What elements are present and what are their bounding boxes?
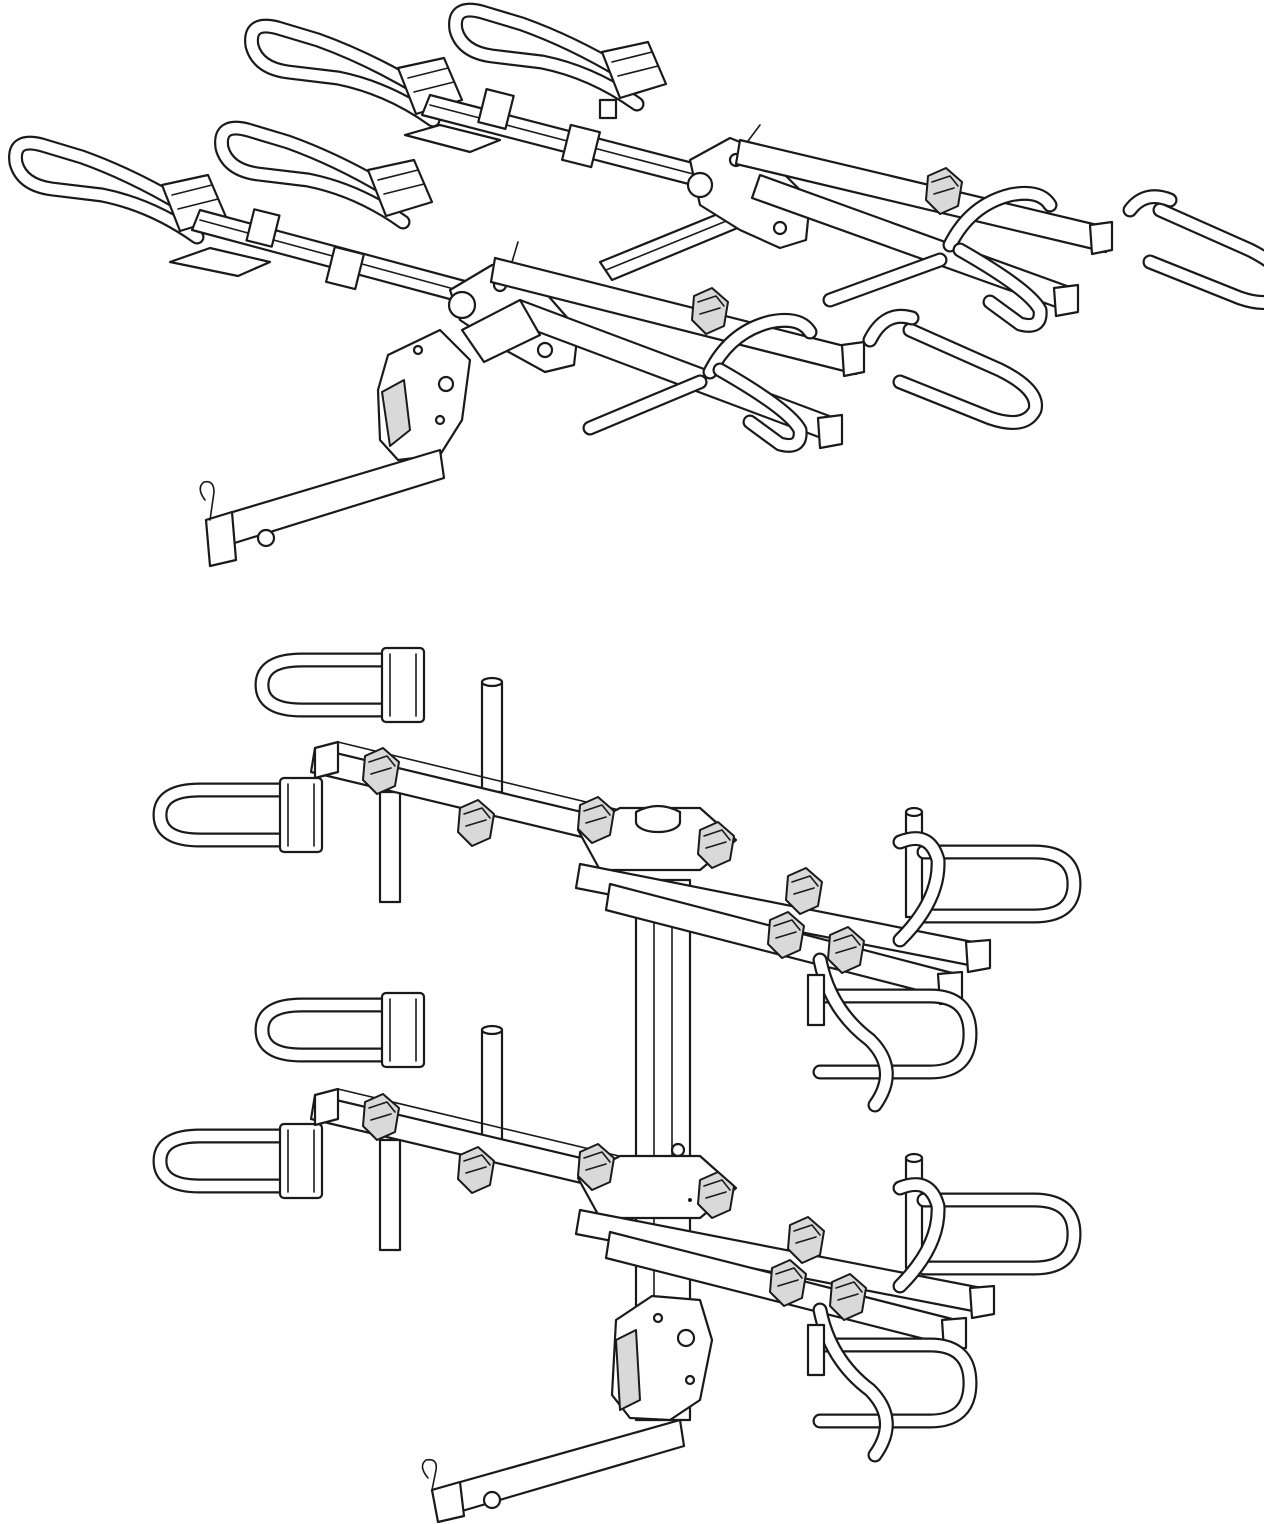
- lower-tier-front-arms: [574, 1152, 1082, 1463]
- lower-tier-rear-cradles: [160, 993, 504, 1252]
- upper-cross-tube: [403, 88, 722, 192]
- rack-folded-down: [16, 10, 1264, 568]
- lower-tier-frame-hook: [806, 1177, 946, 1463]
- upper-tier-rear-cradles: [160, 648, 504, 904]
- upper-tier-frame-hook: [806, 831, 946, 1113]
- upper-tier-pivot-plate: [576, 796, 738, 872]
- lower-cross-tube: [168, 208, 482, 307]
- hitch-mast-assembly: [376, 298, 542, 462]
- upright-hitch-bar: [421, 1418, 686, 1524]
- rear-cradle-right-lower: [222, 128, 432, 222]
- upper-tier-front-arms: [574, 806, 1082, 1113]
- upright-hitch-pivot: [610, 1294, 714, 1422]
- rack-upright: [160, 648, 1082, 1524]
- upper-front-arm: [734, 138, 1264, 333]
- hitch-bar: [199, 448, 446, 568]
- lower-tier-pivot-plate: [576, 1143, 738, 1220]
